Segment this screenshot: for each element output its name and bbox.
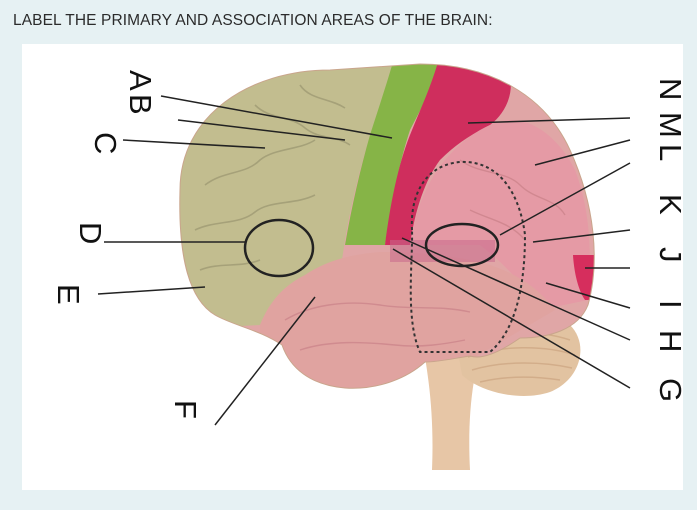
- leader-line-c: [122, 139, 266, 149]
- auditory-cortex: [390, 240, 495, 262]
- label-i: I: [653, 300, 688, 309]
- circle-k: [424, 222, 500, 268]
- label-a: A: [123, 70, 158, 91]
- label-l: L: [653, 144, 688, 161]
- leader-line-b: [177, 119, 346, 141]
- primary-somatosensory-cortex: [385, 64, 511, 245]
- label-m: M: [653, 112, 688, 138]
- label-b: B: [123, 94, 158, 115]
- label-k: K: [653, 194, 688, 215]
- label-j: J: [653, 247, 688, 263]
- parietal-association-area: [410, 120, 590, 310]
- frontal-gyri: [194, 84, 351, 271]
- page-title: LABEL THE PRIMARY AND ASSOCIATION AREAS …: [13, 12, 493, 29]
- leader-line-m: [534, 139, 631, 166]
- leader-line-g: [392, 248, 631, 389]
- label-h: H: [653, 330, 688, 352]
- leader-line-h: [401, 237, 631, 341]
- frontal-association-area: [179, 64, 410, 330]
- temporal-gyri: [284, 159, 566, 351]
- cerebrum-outline: [179, 63, 595, 389]
- dashed-boundary: [409, 160, 527, 353]
- label-e: E: [51, 284, 86, 305]
- circle-d: [243, 218, 315, 278]
- primary-visual-cortex: [573, 255, 595, 300]
- leader-line-i: [545, 282, 631, 309]
- leader-line-l: [499, 162, 631, 236]
- label-c: C: [88, 132, 123, 154]
- label-g: G: [653, 378, 688, 402]
- leader-line-a: [160, 95, 393, 139]
- temporal-association-area: [260, 252, 555, 389]
- label-d: D: [73, 222, 108, 244]
- leader-line-k: [532, 229, 631, 243]
- primary-motor-cortex: [345, 64, 445, 245]
- leader-line-n: [467, 117, 631, 124]
- leader-line-f: [214, 296, 316, 426]
- leader-line-e: [97, 286, 206, 295]
- label-f: F: [168, 400, 203, 419]
- label-n: N: [653, 78, 688, 100]
